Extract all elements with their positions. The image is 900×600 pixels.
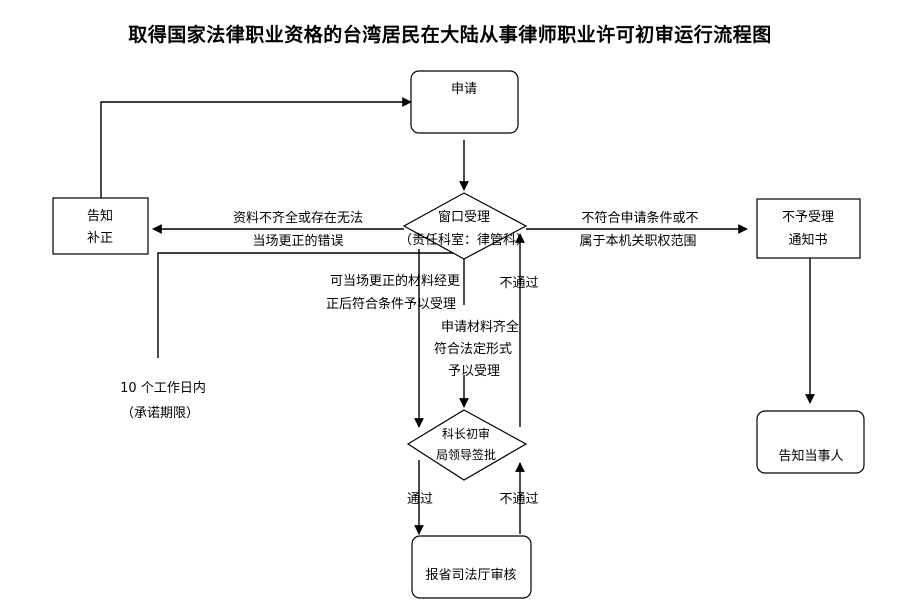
node-apply: 申请 [410,70,519,134]
label-pass: 通过 [407,492,433,507]
node-report-label: 报省司法厅审核 [425,568,516,583]
edge-labels: 资料不齐全或存在无法 当场更正的错误 不符合申请条件或不 属于本机关职权范围 可… [120,210,698,507]
label-time-limit-2: （承诺期限） [121,406,199,421]
label-time-limit-1: 10 个工作日内 [120,380,206,396]
node-notify-correct: 告知 补正 [52,197,149,255]
node-notify-label-1: 告知 [87,208,113,224]
node-review-label-1: 科长初审 [442,426,490,441]
node-report-province: 报省司法厅审核 [411,535,532,599]
node-notify-label-2: 补正 [87,231,113,246]
label-correctable-1: 可当场更正的材料经更 [330,273,460,289]
node-reject-label-2: 通知书 [788,232,827,248]
node-reject-label-1: 不予受理 [782,210,834,225]
label-not-pass-lower: 不通过 [499,492,538,507]
connectors [100,97,815,535]
node-inform-party: 告知当事人 [756,410,865,474]
label-complete-1: 申请材料齐全 [441,319,519,335]
node-window-label-1: 窗口受理 [438,209,490,225]
node-reject-notice: 不予受理 通知书 [756,198,861,259]
label-not-pass-upper: 不通过 [499,276,538,291]
label-not-eligible-2: 属于本机关职权范围 [579,233,696,249]
node-review-label-2: 局领导签批 [436,447,496,462]
label-correctable-2: 正后符合条件予以受理 [326,296,456,312]
node-inform-label: 告知当事人 [778,448,843,464]
label-complete-3: 予以受理 [448,364,500,379]
label-incomplete-1: 资料不齐全或存在无法 [233,210,363,226]
label-incomplete-2: 当场更正的错误 [252,233,343,249]
node-window-label-2: （责任科室：律管科） [399,232,529,248]
label-not-eligible-1: 不符合申请条件或不 [581,210,698,226]
node-apply-label: 申请 [451,82,477,97]
diagram-title: 取得国家法律职业资格的台湾居民在大陆从事律师职业许可初审运行流程图 [128,24,772,46]
arrow-notify-to-apply [100,97,412,198]
label-complete-2: 符合法定形式 [434,341,512,357]
time-limit-bracket [157,252,465,358]
node-window-accept: 窗口受理 （责任科室：律管科） [399,192,529,260]
node-section-review: 科长初审 局领导签批 [406,409,528,481]
